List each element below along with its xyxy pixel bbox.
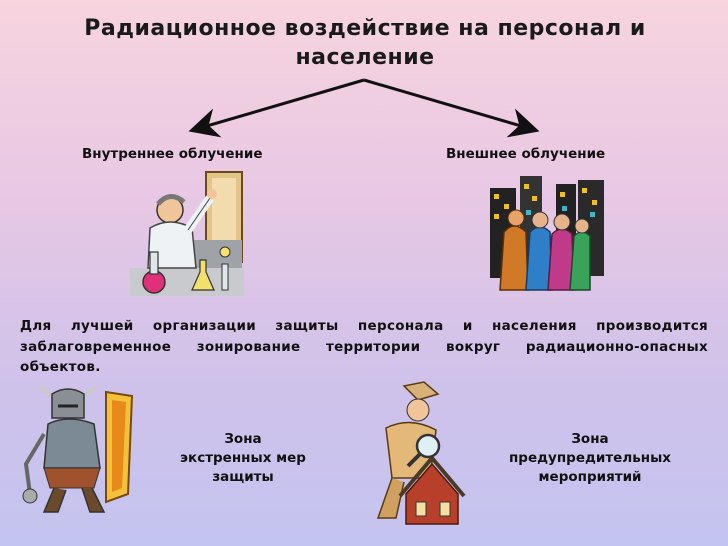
- title-line-1: Радиационное воздействие на персонал и: [84, 16, 646, 41]
- detective-house-icon: [376, 381, 466, 525]
- zone-emergency-line2: экстренных мер: [180, 450, 306, 466]
- internal-exposure-label: Внутреннее облучение: [82, 146, 263, 162]
- zone-preventive-line2: предупредительных: [508, 450, 671, 466]
- zone-preventive-line1: Зона: [571, 431, 609, 447]
- city-people-icon: [490, 176, 604, 291]
- zone-emergency-line3: защиты: [212, 469, 274, 485]
- zone-emergency-text: Зона экстренных мер защиты: [160, 430, 326, 487]
- zone-preventive-line3: мероприятий: [538, 469, 642, 485]
- zoning-paragraph: Для лучшей организации защиты персонала …: [20, 318, 708, 375]
- title-line-2: население: [295, 45, 435, 70]
- slide-title: Радиационное воздействие на персонал и н…: [40, 14, 690, 72]
- zone-emergency-line1: Зона: [224, 431, 262, 447]
- scientist-lab-icon: [130, 171, 244, 296]
- zone-preventive-text: Зона предупредительных мероприятий: [494, 430, 686, 487]
- arrow-left: [188, 78, 365, 138]
- external-exposure-label: Внешнее облучение: [446, 146, 606, 162]
- arrow-right: [363, 78, 540, 138]
- warrior-shield-icon: [22, 384, 134, 513]
